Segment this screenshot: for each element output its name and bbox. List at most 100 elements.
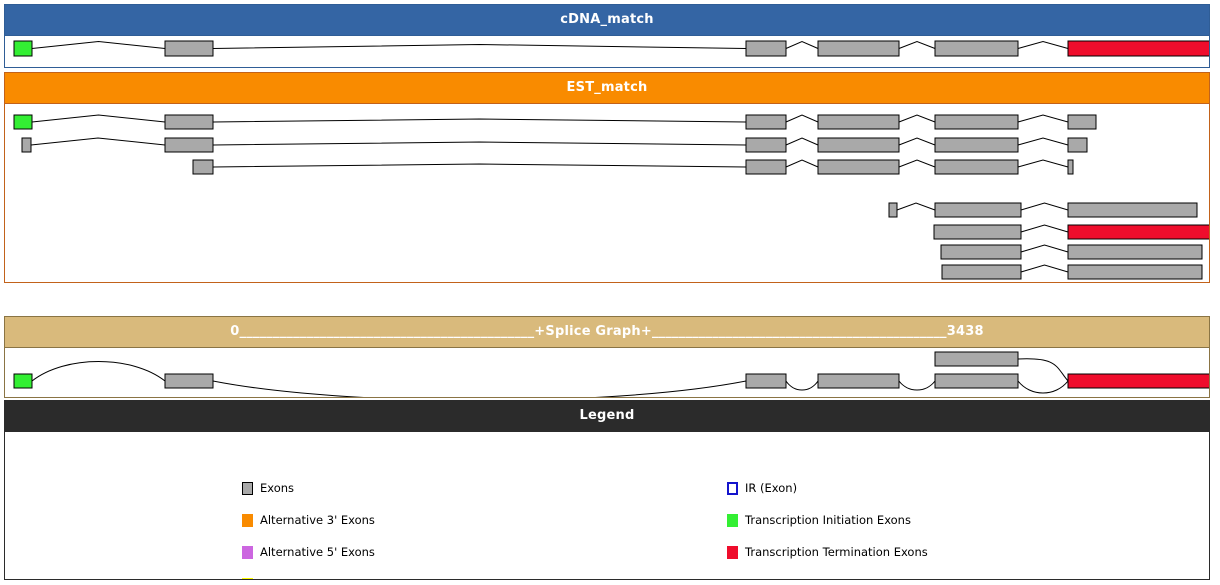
legend-swatch-exon-icon xyxy=(242,481,253,495)
exon-block-exon[interactable] xyxy=(817,40,900,57)
legend-item-label: IR (Exon) xyxy=(745,481,798,495)
exon-block-transcription-initiation[interactable] xyxy=(13,114,33,130)
exon-block-exon[interactable] xyxy=(934,202,1022,218)
intron-line xyxy=(31,40,166,49)
intron-line xyxy=(785,159,819,168)
intron-line xyxy=(212,118,747,123)
splice-arc xyxy=(898,380,936,391)
exon-block-exon[interactable] xyxy=(941,264,1022,280)
legend-item: ES (Intron) xyxy=(727,574,928,579)
est-match-track[interactable] xyxy=(5,104,1209,282)
exon-block-alt-exon[interactable] xyxy=(934,351,1019,367)
splice-arc xyxy=(1017,358,1069,382)
intron-line xyxy=(785,137,819,146)
splice-arc xyxy=(31,361,166,382)
exon-block-transcription-termination[interactable] xyxy=(1067,40,1209,57)
est-match-title: EST_match xyxy=(5,73,1209,103)
intron-line xyxy=(1017,114,1069,123)
exon-block-exon[interactable] xyxy=(933,224,1022,240)
legend-swatch-alt35-icon xyxy=(242,577,253,579)
exon-block-exon[interactable] xyxy=(934,373,1019,389)
exon-block-exon[interactable] xyxy=(817,373,900,389)
est-match-track-area xyxy=(5,103,1209,282)
intron-line xyxy=(1020,202,1069,211)
legend-item: Transcription Termination Exons xyxy=(727,542,928,562)
intron-line xyxy=(896,202,936,211)
intron-line xyxy=(31,114,166,123)
intron-line xyxy=(1020,244,1069,253)
legend-swatch-init-icon xyxy=(727,513,738,527)
legend-swatch-term-icon xyxy=(727,545,738,559)
intron-line xyxy=(30,137,166,146)
exon-block-exon[interactable] xyxy=(1067,244,1203,260)
cdna-match-title: cDNA_match xyxy=(5,5,1209,35)
exon-block-exon[interactable] xyxy=(164,137,214,153)
exon-block-exon[interactable] xyxy=(934,40,1019,57)
legend-swatch-alt3-icon xyxy=(242,513,253,527)
intron-line xyxy=(785,40,819,49)
legend-item: Alternative 3' and 5' Exons xyxy=(242,574,414,579)
exon-block-exon[interactable] xyxy=(1067,264,1203,280)
intron-line xyxy=(1017,40,1069,49)
exon-block-transcription-termination[interactable] xyxy=(1067,373,1209,389)
splice-arc xyxy=(785,380,819,391)
exon-block-exon[interactable] xyxy=(745,373,787,389)
exon-block-exon[interactable] xyxy=(745,40,787,57)
exon-block-exon[interactable] xyxy=(164,114,214,130)
exon-block-transcription-initiation[interactable] xyxy=(13,373,33,389)
exon-block-transcription-termination[interactable] xyxy=(1067,224,1209,240)
exon-block-exon[interactable] xyxy=(934,114,1019,130)
legend-swatch-es-intron-icon xyxy=(727,578,738,580)
exon-block-exon[interactable] xyxy=(1067,137,1088,153)
intron-line xyxy=(1020,224,1069,233)
cdna-match-track[interactable] xyxy=(5,36,1209,67)
exon-block-transcription-initiation[interactable] xyxy=(13,40,33,57)
legend-item-label: Transcription Initiation Exons xyxy=(745,513,911,527)
est-match-panel: EST_match xyxy=(4,72,1210,283)
legend-item-label: Alternative 3' Exons xyxy=(260,513,375,527)
splice-graph-panel: 0_______________________________________… xyxy=(4,316,1210,398)
legend-item-label: ES (Intron) xyxy=(745,574,806,579)
legend-item-label: Exons xyxy=(260,481,295,495)
legend-item: Alternative 5' Exons xyxy=(242,542,414,562)
legend-item-label: Transcription Termination Exons xyxy=(745,545,928,559)
splice-arc xyxy=(1017,380,1069,394)
legend-item-label: Alternative 3' and 5' Exons xyxy=(260,574,414,579)
exon-block-exon[interactable] xyxy=(817,159,900,175)
exon-block-exon[interactable] xyxy=(192,159,214,175)
legend-item: Exons xyxy=(242,478,414,498)
exon-block-exon[interactable] xyxy=(1067,114,1097,130)
exon-block-exon[interactable] xyxy=(1067,202,1198,218)
exon-block-exon[interactable] xyxy=(745,159,787,175)
exon-block-exon[interactable] xyxy=(817,137,900,153)
exon-block-exon[interactable] xyxy=(164,40,214,57)
exon-block-exon[interactable] xyxy=(745,137,787,153)
exon-block-exon[interactable] xyxy=(164,373,214,389)
legend-item: Transcription Initiation Exons xyxy=(727,510,928,530)
intron-line xyxy=(212,141,747,146)
exon-block-exon[interactable] xyxy=(21,137,32,153)
exon-block-exon[interactable] xyxy=(888,202,898,218)
splice-graph-track[interactable] xyxy=(5,348,1209,397)
legend-item: Alternative 3' Exons xyxy=(242,510,414,530)
splice-arc xyxy=(212,380,747,397)
exon-block-exon[interactable] xyxy=(934,159,1019,175)
cdna-match-panel: cDNA_match xyxy=(4,4,1210,68)
legend-title: Legend xyxy=(5,401,1209,431)
exon-block-exon[interactable] xyxy=(934,137,1019,153)
exon-block-exon[interactable] xyxy=(1067,159,1074,175)
intron-line xyxy=(212,163,747,168)
intron-line xyxy=(1020,264,1069,273)
exon-block-exon[interactable] xyxy=(745,114,787,130)
exon-block-exon[interactable] xyxy=(940,244,1022,260)
intron-line xyxy=(898,114,936,123)
intron-line xyxy=(1017,159,1069,168)
splice-graph-title-text: 0_______________________________________… xyxy=(230,324,984,339)
exon-block-exon[interactable] xyxy=(817,114,900,130)
legend-item: IR (Exon) xyxy=(727,478,928,498)
